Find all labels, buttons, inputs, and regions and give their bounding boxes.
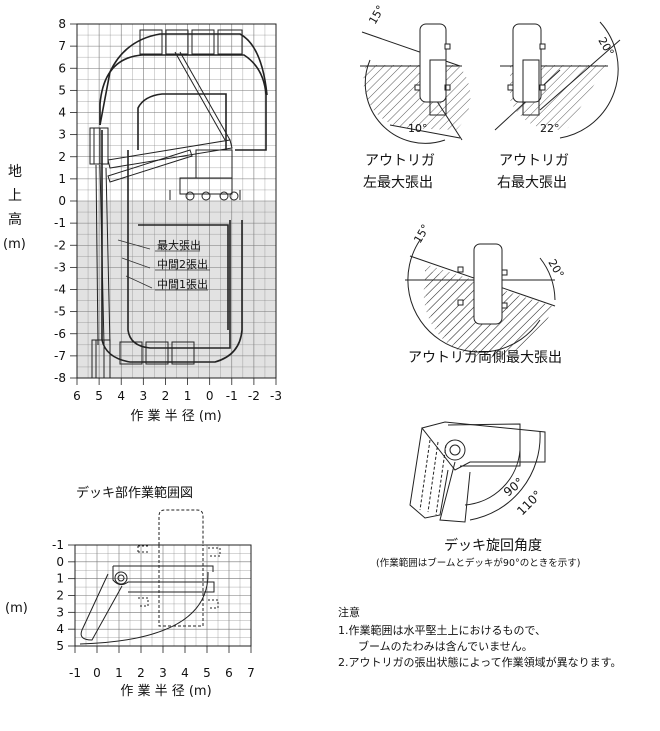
main-x-axis-label: 作 業 半 径 (m) (130, 408, 221, 424)
deck-range-drawing (79, 509, 221, 645)
deck-x-tick: 1 (115, 666, 123, 680)
deck-rotation-drawing (409, 421, 546, 523)
left-max-angle-bottom: 10° (408, 122, 428, 135)
y-axis-label-char-1: 地 (8, 164, 22, 180)
outrigger-right-max (494, 21, 621, 139)
left-max-angle-top: 15° (366, 3, 387, 26)
main-grid (76, 23, 277, 379)
main-y-tick: -8 (54, 371, 66, 385)
deck-x-tick: 6 (225, 666, 233, 680)
main-y-tick: -2 (54, 238, 66, 252)
main-y-tick-labels: 8 7 6 5 4 3 2 1 0 -1 -2 -3 -4 -5 -6 -7 -8 (54, 17, 77, 385)
deck-x-tick: 0 (93, 666, 101, 680)
deck-rotation-note: (作業範囲はブームとデッキが90°のときを示す) (376, 557, 580, 569)
main-x-tick: 0 (206, 389, 214, 403)
deck-y-axis-label: (m) (5, 601, 28, 616)
y-axis-label-unit: (m) (3, 237, 26, 252)
label-max-extension: 最大張出 (157, 238, 201, 252)
deck-x-tick: 4 (181, 666, 189, 680)
main-y-tick: 0 (58, 194, 66, 208)
envelope-mid-bottom (138, 224, 229, 330)
envelope-outer-top (99, 54, 267, 151)
deck-y-tick: 3 (56, 605, 64, 619)
right-max-angle-bottom: 22° (540, 122, 560, 135)
main-y-tick: 5 (58, 83, 66, 97)
deck-y-tick-labels: -1 0 1 2 3 4 5 (52, 538, 75, 653)
boom-arm-3 (174, 51, 226, 141)
boom-drawing (89, 29, 243, 379)
main-y-tick: 2 (58, 150, 66, 164)
deck-x-tick: 3 (159, 666, 167, 680)
boom-arm-1 (107, 139, 233, 169)
left-max-caption-1: アウトリガ (365, 153, 435, 169)
outrigger-left-max (360, 23, 471, 144)
main-y-tick: 4 (58, 106, 66, 120)
deck-y-tick: 4 (56, 622, 64, 636)
boom-arm-2 (107, 149, 193, 183)
main-x-tick: 4 (117, 389, 125, 403)
label-mid2-extension: 中間2張出 (157, 257, 208, 271)
deck-y-tick: 2 (56, 589, 64, 603)
main-y-tick: -5 (54, 305, 66, 319)
label-leaders (117, 239, 210, 291)
deck-x-axis-label: 作 業 半 径 (m) (120, 683, 211, 699)
notes-line-3: 2.アウトリガの張出状態によって作業領域が異なります。 (338, 656, 622, 669)
main-x-tick: 1 (184, 389, 192, 403)
deck-x-tick: 7 (247, 666, 255, 680)
notes-line-2: ブームのたわみは含んでいません。 (358, 640, 533, 653)
both-max-angle-left: 15° (411, 222, 432, 245)
right-max-caption-2: 右最大張出 (497, 175, 567, 191)
platform-basket-upper (89, 127, 109, 165)
deck-y-tick: -1 (52, 538, 64, 552)
right-max-caption-1: アウトリガ (499, 153, 569, 169)
y-axis-label-char-3: 高 (8, 211, 22, 228)
outrigger-both-max (405, 239, 556, 358)
deck-chart-title: デッキ部作業範囲図 (76, 485, 193, 501)
boom-arm-3b (179, 51, 231, 141)
main-y-tick: 8 (58, 17, 66, 31)
main-x-tick: 3 (140, 389, 148, 403)
deck-rotation-title: デッキ旋回角度 (444, 537, 542, 554)
right-max-angle-top: 20° (595, 35, 616, 58)
deck-angle-90: 90° (501, 475, 526, 499)
both-max-angle-right: 20° (545, 257, 566, 280)
deck-x-tick: 2 (137, 666, 145, 680)
main-y-tick: 3 (58, 128, 66, 142)
truck-cab (195, 149, 233, 179)
main-x-tick: -1 (226, 389, 238, 403)
platform-basket-lower (91, 339, 111, 379)
main-x-tick: -2 (248, 389, 260, 403)
main-y-tick: -6 (54, 327, 66, 341)
main-x-tick: -3 (270, 389, 282, 403)
deck-y-tick: 5 (56, 639, 64, 653)
main-y-tick: -3 (54, 260, 66, 274)
notes-line-1: 1.作業範囲は水平堅土上におけるもので、 (338, 624, 547, 637)
deck-x-tick: 5 (203, 666, 211, 680)
deck-y-tick: 1 (56, 572, 64, 586)
left-max-caption-2: 左最大張出 (363, 175, 433, 191)
main-x-tick: 2 (162, 389, 170, 403)
main-y-tick: -1 (54, 216, 66, 230)
main-y-tick: -4 (54, 283, 66, 297)
main-x-tick: 6 (73, 389, 81, 403)
label-mid1-extension: 中間1張出 (157, 277, 208, 291)
main-y-tick: -7 (54, 349, 66, 363)
main-y-tick: 6 (58, 61, 66, 75)
envelope-inner-bottom (127, 150, 231, 349)
envelope-inner-top (137, 93, 227, 150)
main-y-tick: 7 (58, 39, 66, 53)
main-y-tick: 1 (58, 172, 66, 186)
both-max-caption: アウトリガ両側最大張出 (408, 350, 562, 366)
main-x-tick: 5 (95, 389, 103, 403)
notes-heading: 注意 (338, 606, 360, 619)
deck-x-tick: -1 (69, 666, 81, 680)
deck-y-tick: 0 (56, 555, 64, 569)
y-axis-label-char-2: 上 (8, 188, 22, 204)
envelope-max-top (99, 33, 268, 126)
